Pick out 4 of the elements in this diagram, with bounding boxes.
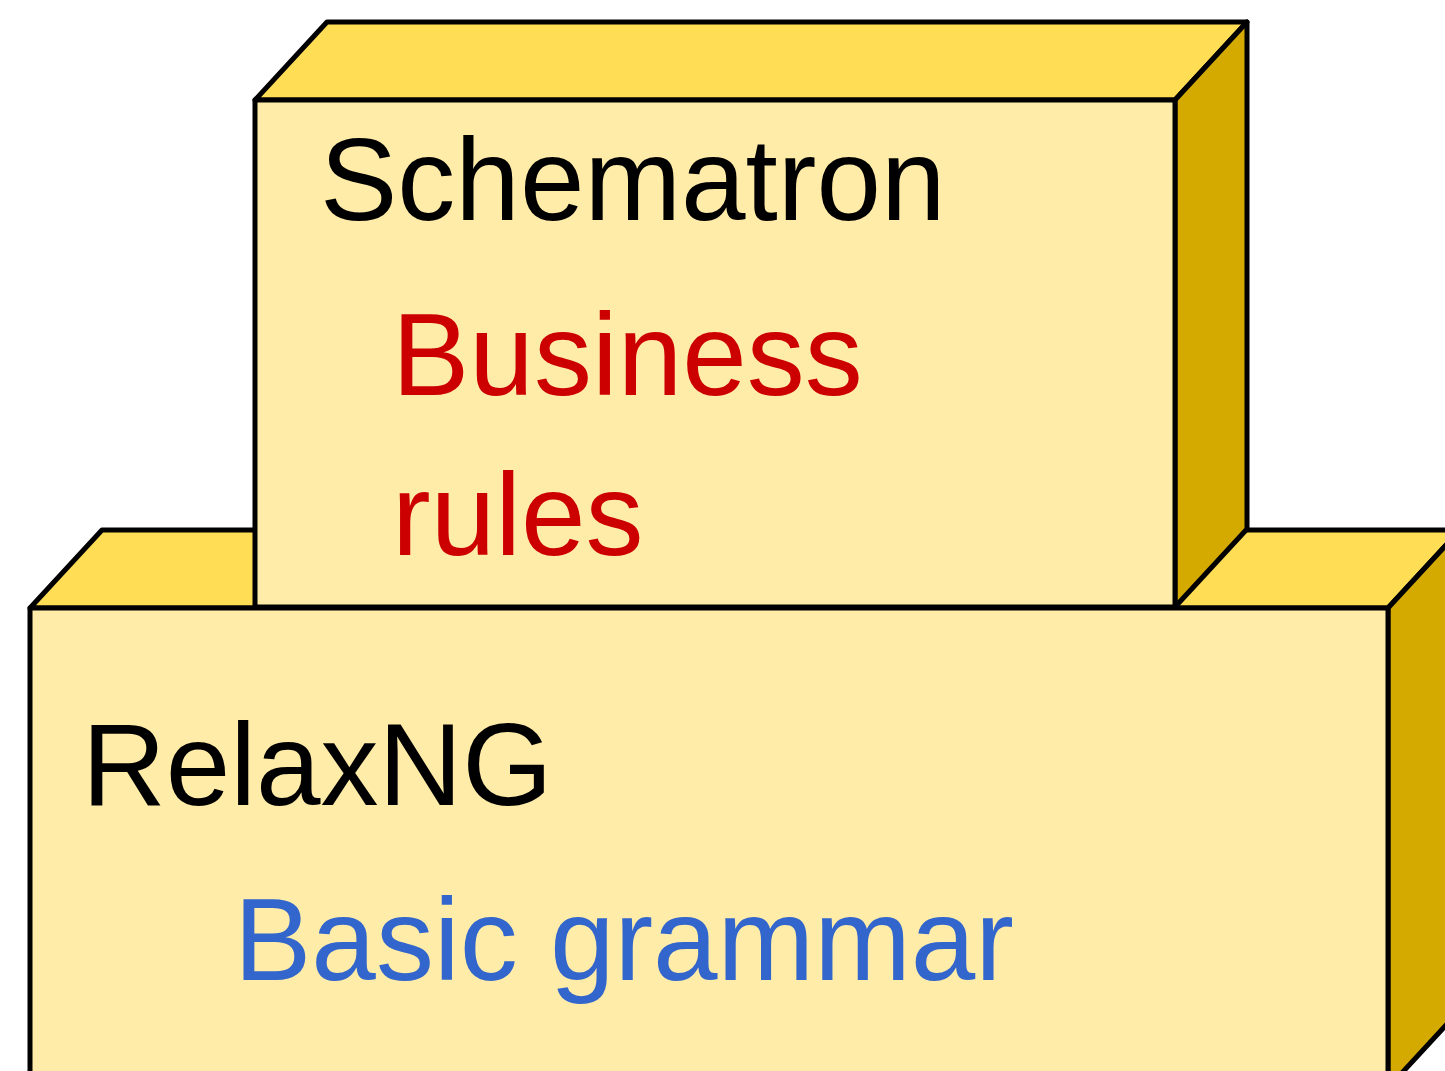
box-heading: RelaxNG (82, 699, 554, 832)
box-description: Basic grammar (234, 874, 1015, 1007)
box-description: Business rules (392, 289, 864, 582)
box-heading: Schematron (320, 114, 947, 247)
